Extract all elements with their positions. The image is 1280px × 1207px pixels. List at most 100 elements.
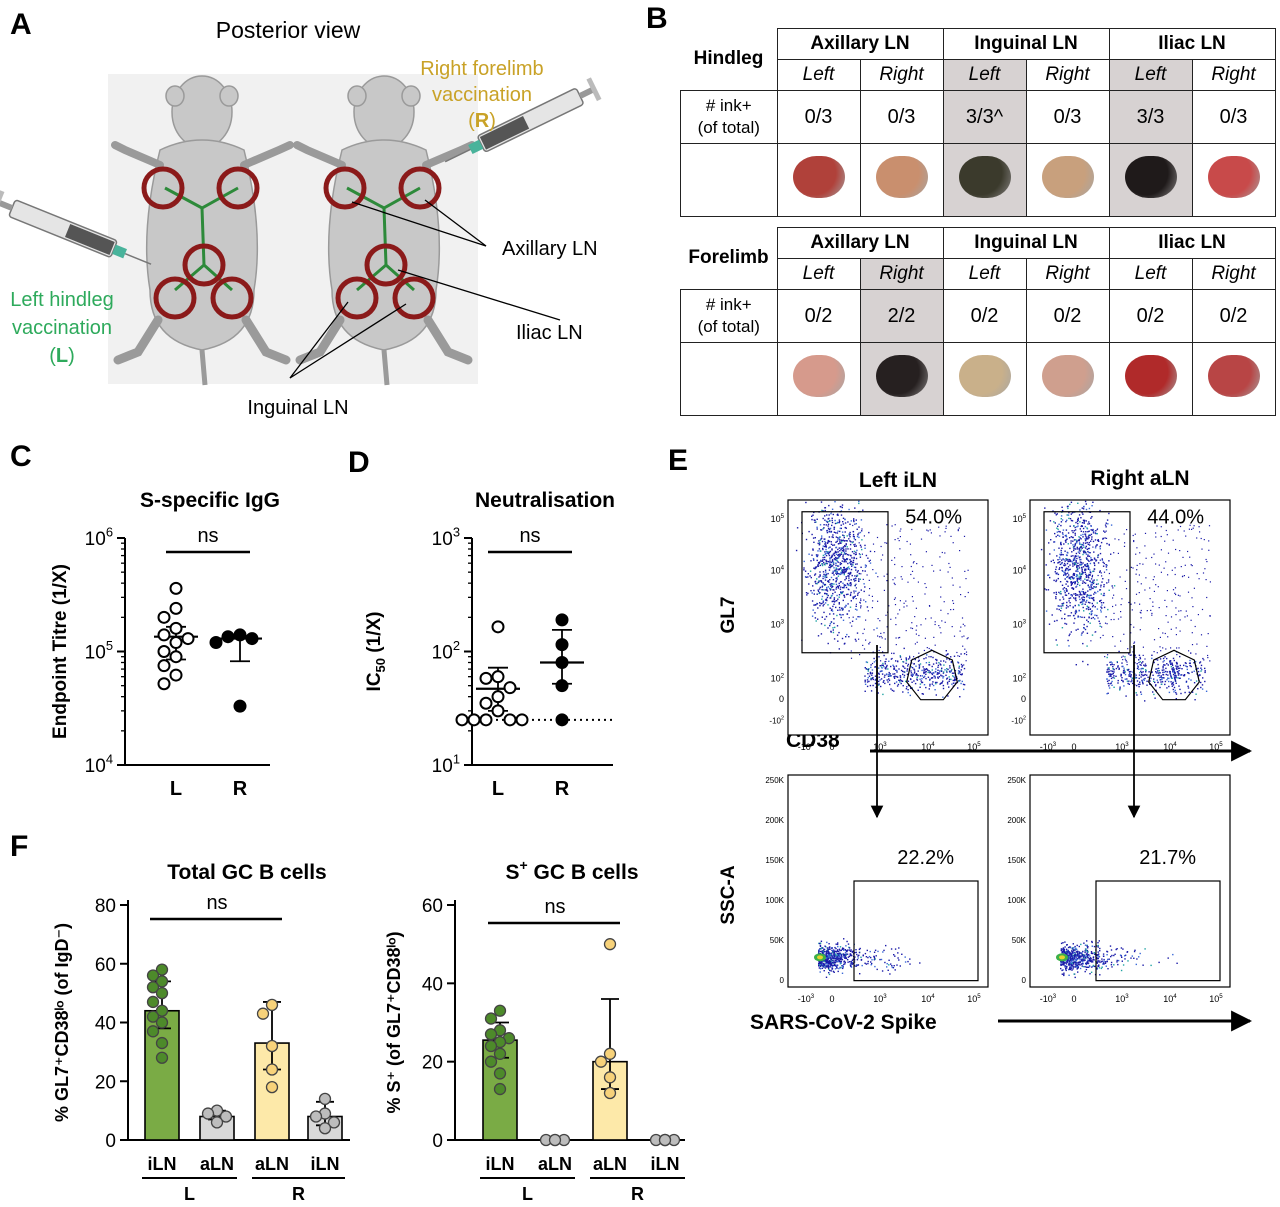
data-point — [484, 1012, 498, 1025]
data-point — [221, 630, 235, 644]
panel-letter-f: F — [10, 830, 29, 863]
data-point — [318, 1122, 332, 1135]
data-point — [491, 690, 505, 704]
label-inguinal-ln: Inguinal LN — [247, 397, 348, 419]
x-category-label: aLN — [538, 1154, 572, 1174]
data-point — [233, 699, 247, 713]
significance-label: ns — [206, 892, 227, 914]
data-point — [467, 713, 481, 727]
y-tick-label: 40 — [95, 1014, 116, 1035]
y-axis-label: % GL7⁺CD38ˡᵒ (of IgD⁻) — [52, 923, 72, 1122]
ln-photo-cell — [1025, 342, 1110, 416]
ln-photo-cell — [1108, 342, 1193, 416]
ink-count: 0/2 — [1025, 289, 1110, 343]
data-point — [555, 655, 569, 669]
lymph-node-photo — [792, 355, 845, 397]
data-point — [157, 628, 171, 642]
x-tick-label: 104 — [921, 993, 935, 1004]
data-point — [169, 621, 183, 635]
ln-group-header: Inguinal LN — [942, 28, 1110, 60]
data-point — [318, 1092, 332, 1106]
lymph-node-photo — [875, 156, 928, 198]
lymph-node-photo — [1124, 355, 1177, 397]
side-header: Left — [1108, 59, 1193, 91]
lymph-node-photo — [1041, 156, 1094, 198]
data-point — [181, 632, 195, 646]
panel-letter-e: E — [668, 444, 689, 477]
y-tick-label: 105 — [85, 638, 113, 664]
data-point — [503, 681, 517, 695]
x-tick-label: -103 — [1040, 741, 1057, 752]
lymph-node-rings — [141, 166, 442, 320]
y-tick-label: 102 — [1013, 673, 1027, 684]
data-point — [484, 1028, 498, 1041]
ln-group-header: Inguinal LN — [942, 227, 1110, 259]
x-tick-label: 0 — [829, 994, 834, 1004]
side-header: Right — [859, 258, 944, 290]
side-header: Right — [859, 59, 944, 91]
data-point — [155, 1004, 169, 1017]
ink-count: 3/3^ — [942, 90, 1027, 144]
chart-title: S+ GC B cells — [505, 857, 638, 884]
data-point — [256, 1007, 270, 1020]
y-tick-label: 103 — [1013, 619, 1027, 630]
lymph-node-photo — [1207, 355, 1260, 397]
x-tick-label: 103 — [873, 993, 887, 1004]
data-point — [491, 620, 505, 634]
y-tick-label: 200K — [1007, 816, 1026, 825]
label-right-vaccination: vaccination — [432, 84, 532, 106]
data-point — [157, 659, 171, 673]
ink-count: 0/3 — [776, 90, 861, 144]
x-tick-label: 0 — [1071, 994, 1076, 1004]
data-point — [265, 1063, 279, 1076]
data-point — [594, 1055, 608, 1068]
x-tick-label: -103 — [1040, 993, 1057, 1004]
x-tick-label: 104 — [1163, 741, 1177, 752]
data-point — [146, 1025, 160, 1038]
data-point — [603, 1086, 617, 1100]
label-left-code: (L) — [49, 345, 75, 367]
ln-photo-cell — [859, 342, 944, 416]
label-right-forelimb: Right forelimb — [420, 58, 543, 80]
x-tick-label: 0 — [829, 742, 834, 752]
data-point — [555, 613, 569, 627]
side-header: Right — [1191, 59, 1276, 91]
chart-title: S-specific IgG — [140, 489, 280, 512]
syringe-right-icon — [444, 77, 602, 163]
data-point — [555, 713, 569, 727]
data-point — [491, 704, 505, 718]
y-tick-label: 104 — [85, 751, 113, 777]
x-tick-label: 103 — [1115, 993, 1129, 1004]
side-header: Right — [1025, 258, 1110, 290]
spike-gate — [1095, 880, 1221, 982]
data-point — [455, 713, 469, 727]
x-tick-label: -103 — [798, 741, 815, 752]
y-axis-label-gl7: GL7 — [718, 597, 739, 634]
label-left-vaccination: vaccination — [12, 317, 112, 339]
x-category-label: aLN — [200, 1154, 234, 1174]
x-tick-label: 105 — [967, 741, 981, 752]
ink-count: 0/2 — [776, 289, 861, 343]
ln-group-header: Axillary LN — [776, 227, 944, 259]
group-label: R — [292, 1184, 305, 1200]
data-point — [146, 969, 160, 982]
x-category-label: R — [233, 778, 248, 800]
ln-photo-cell — [776, 143, 861, 217]
y-tick-label: 0 — [780, 976, 785, 985]
ln-group-header: Iliac LN — [1108, 28, 1276, 60]
y-tick-label: 0 — [105, 1131, 116, 1152]
cd38-gate — [906, 649, 958, 701]
ln-photo-cell — [1191, 143, 1276, 217]
significance-label: ns — [544, 896, 565, 918]
lymph-node-photo — [958, 355, 1011, 397]
ln-photo-cell — [1108, 143, 1193, 217]
y-tick-label: 104 — [771, 564, 785, 575]
y-tick-label: 103 — [432, 524, 460, 550]
x-category-label: R — [555, 778, 570, 800]
x-tick-label: 105 — [1209, 993, 1223, 1004]
x-axis-label-spike: SARS-CoV-2 Spike — [750, 1011, 937, 1034]
